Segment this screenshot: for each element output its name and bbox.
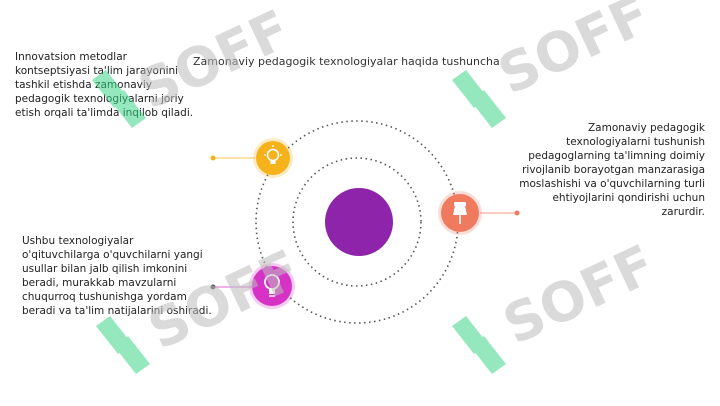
lightbulb-icon xyxy=(264,145,282,164)
node-top xyxy=(253,138,293,178)
connector-bottom-dot xyxy=(210,284,216,290)
text-block-right: Zamonaviy pedagogik texnologiyalarni tus… xyxy=(519,122,705,218)
watermark-text: SOFF xyxy=(489,0,659,107)
lightbulb-icon xyxy=(264,274,280,297)
center-circle xyxy=(325,188,393,256)
node-right xyxy=(438,191,482,235)
node-bottom xyxy=(249,263,295,309)
connector-top-dot xyxy=(210,155,216,161)
watermark-logo xyxy=(92,70,506,374)
connector-right-dot xyxy=(514,210,520,216)
watermark-text: SOFF xyxy=(129,0,299,122)
pushpin-icon xyxy=(453,202,467,224)
watermark-text: SOFF xyxy=(494,233,664,357)
inner-orbit xyxy=(292,157,422,287)
watermark-text: SOFF xyxy=(139,238,309,362)
text-block-top-left: Innovatsion metodlar kontseptsiyasi ta'l… xyxy=(15,51,194,119)
page-title: Zamonaviy pedagogik texnologiyalar haqid… xyxy=(193,55,500,68)
text-block-bottom-left: Ushbu texnologiyalar o'qituvchilarga o'q… xyxy=(22,235,212,317)
